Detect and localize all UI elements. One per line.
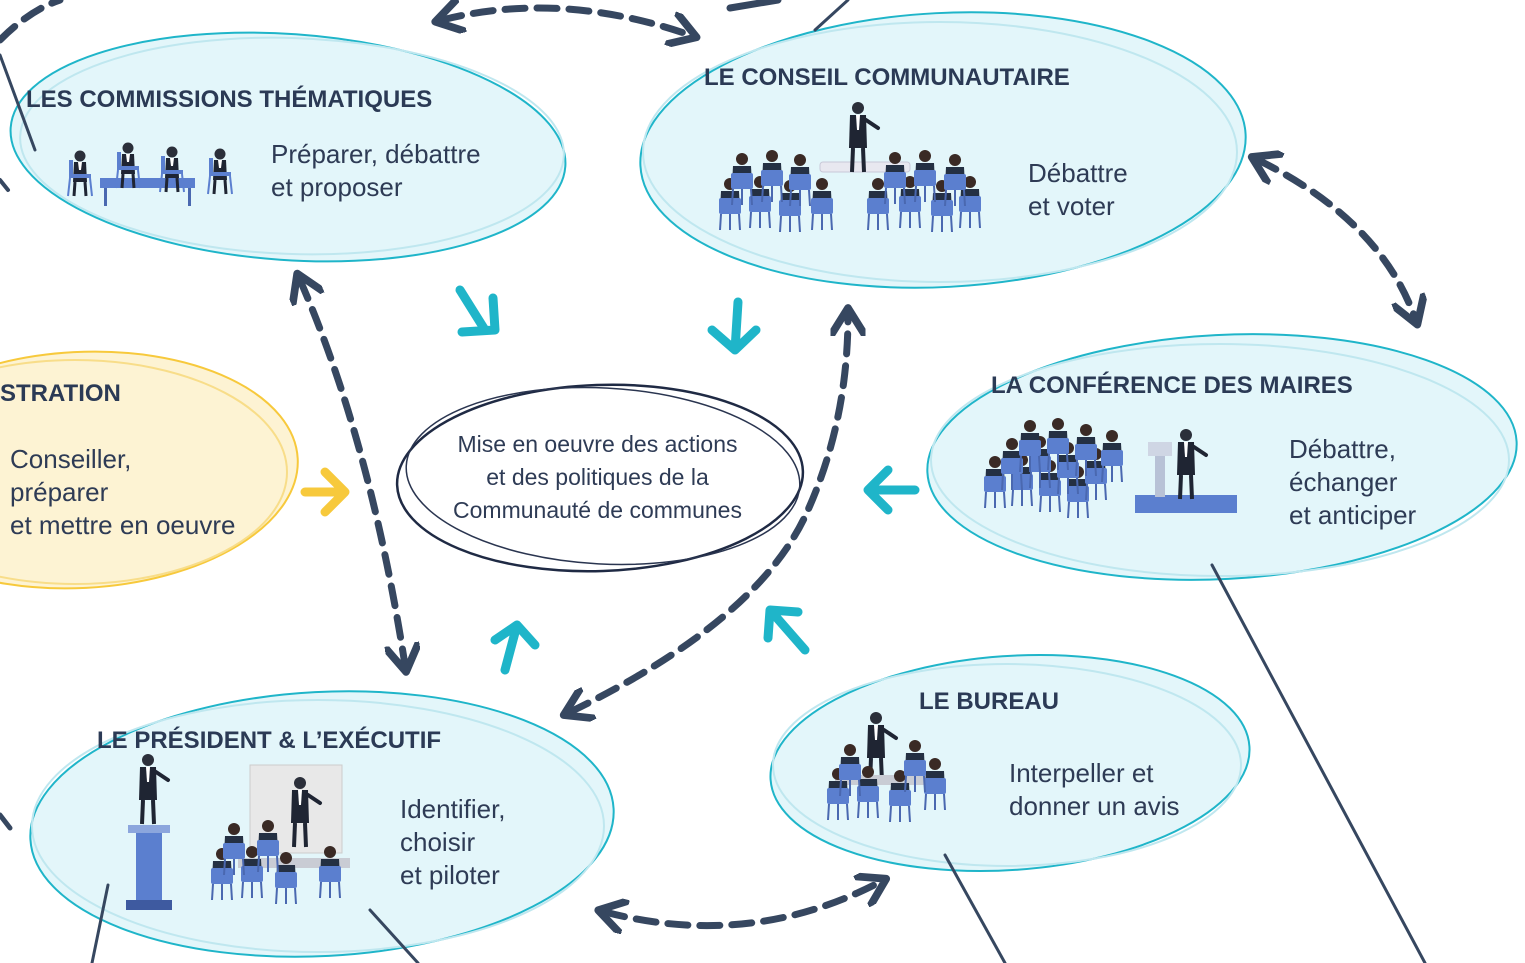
- conseil-desc: Débattre et voter: [1028, 157, 1128, 223]
- president-desc-line: et piloter: [400, 860, 500, 890]
- conference-ellipse: [926, 333, 1518, 581]
- left-edge-tick: [0, 178, 10, 192]
- connector-lines: [0, 0, 1427, 963]
- conseil-desc-line: Débattre: [1028, 158, 1128, 188]
- center-line: Mise en oeuvre des actions: [457, 431, 738, 457]
- teal-arrow-from-commissions: [455, 285, 500, 337]
- left-edge-arrowhead: [0, 812, 13, 831]
- administration-desc-line: Conseiller,: [10, 444, 132, 474]
- conference-desc-line: échanger: [1289, 467, 1398, 497]
- conference-title: LA CONFÉRENCE DES MAIRES: [991, 372, 1353, 399]
- commissions-desc-line: et proposer: [271, 172, 403, 202]
- center-label: Mise en oeuvre des actions et des politi…: [425, 428, 770, 527]
- president-desc-line: Identifier,: [400, 794, 506, 824]
- dashed-arrow-president-bureau: [605, 882, 880, 926]
- dashed-arrow-commissions-conseil: [442, 8, 690, 35]
- commissions-desc-line: Préparer, débattre: [271, 139, 481, 169]
- teal-arrow-from-bureau: [763, 605, 810, 655]
- executive-meeting-icon: [210, 764, 350, 905]
- teal-arrow-from-conseil: [707, 297, 761, 355]
- bureau-title: LE BUREAU: [919, 688, 1060, 715]
- conference-desc: Débattre, échanger et anticiper: [1289, 433, 1416, 532]
- teal-arrow-from-president: [490, 620, 540, 675]
- dashed-arrow-commissions-president: [300, 280, 405, 665]
- commissions-desc: Préparer, débattre et proposer: [271, 138, 481, 204]
- conference-desc-line: et anticiper: [1289, 500, 1417, 530]
- bureau-desc-line: Interpeller et: [1009, 758, 1154, 788]
- administration-desc-line: et mettre en oeuvre: [10, 510, 236, 540]
- dashed-arrow-conseil-conference: [1258, 160, 1415, 318]
- conseil-desc-line: et voter: [1028, 191, 1115, 221]
- center-line: Communauté de communes: [453, 497, 742, 523]
- conference-desc-line: Débattre,: [1289, 434, 1396, 464]
- teal-arrow-from-conference: [863, 465, 920, 515]
- bureau-desc: Interpeller et donner un avis: [1009, 757, 1180, 823]
- commissions-ellipse: [9, 31, 567, 263]
- conseil-ellipse: [639, 11, 1247, 289]
- administration-desc-line: préparer: [10, 477, 109, 507]
- yellow-arrow-from-administration: [300, 467, 350, 517]
- speaker-audience-icon: [718, 100, 982, 233]
- president-desc: Identifier, choisir et piloter: [400, 793, 506, 892]
- conference-audience-icon: [983, 417, 1237, 519]
- podium-icon: [126, 752, 172, 910]
- bureau-desc-line: donner un avis: [1009, 791, 1180, 821]
- center-line: et des politiques de la: [486, 464, 709, 490]
- administration-title: STRATION: [0, 380, 121, 407]
- president-desc-line: choisir: [400, 827, 476, 857]
- commissions-title: LES COMMISSIONS THÉMATIQUES: [26, 86, 433, 113]
- conseil-title: LE CONSEIL COMMUNAUTAIRE: [704, 64, 1070, 91]
- dashed-curve-left-top: [0, 0, 64, 44]
- president-title: LE PRÉSIDENT & L’EXÉCUTIF: [97, 727, 442, 754]
- meeting-people-icon: [66, 141, 234, 206]
- bureau-meeting-icon: [826, 710, 947, 823]
- administration-desc: Conseiller, préparer et mettre en oeuvre: [10, 443, 235, 542]
- teal-arrows: [455, 285, 920, 675]
- dashed-arrow-president-conseil: [570, 315, 848, 712]
- dashed-arrow-top-right: [726, 0, 782, 12]
